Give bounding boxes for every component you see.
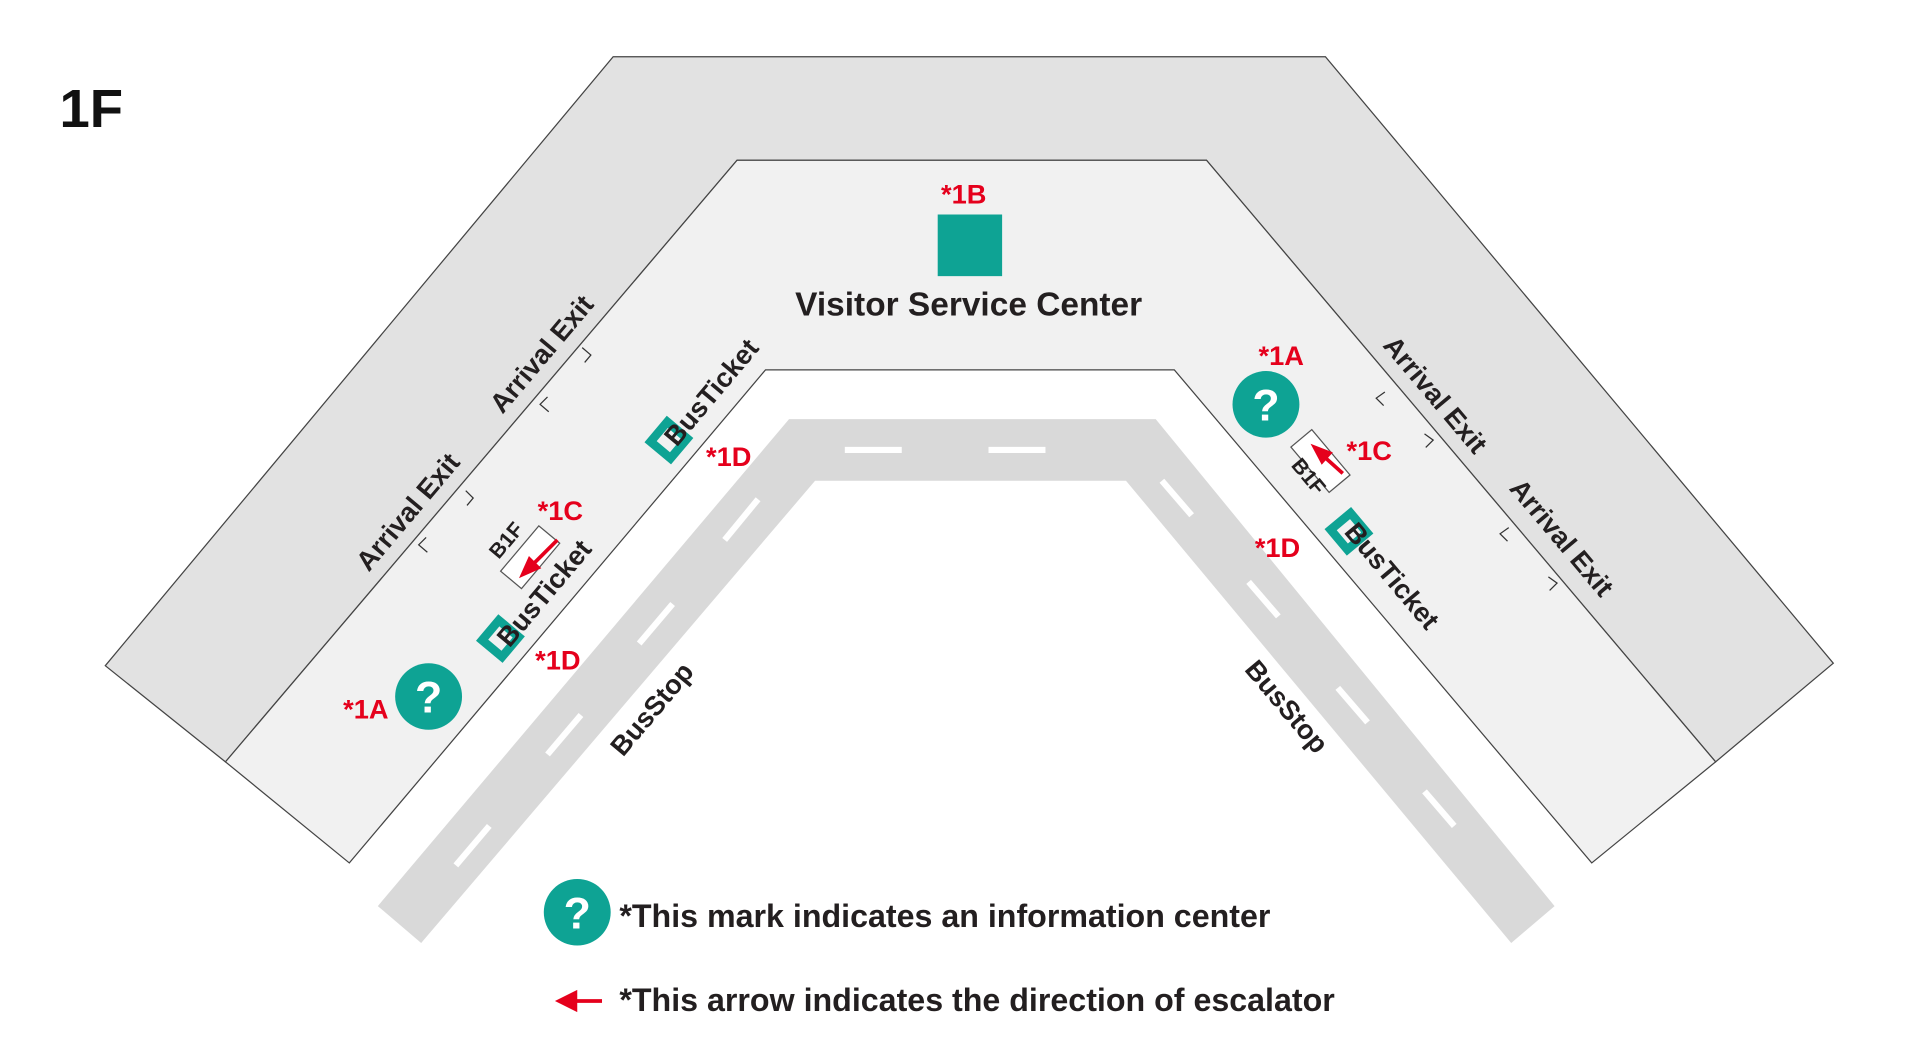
- visitor-center-label: Visitor Service Center: [795, 287, 1142, 324]
- bus-ticket-tag: *1D: [1255, 532, 1300, 563]
- visitor-center-marker[interactable]: [937, 214, 1003, 277]
- arrival-exit-doors: [417, 347, 1559, 591]
- question-mark-icon: ?: [415, 674, 442, 723]
- escalator-arrow-icon: [519, 538, 559, 579]
- legend-info-icon: ?: [543, 878, 611, 946]
- escalator-tag: *1C: [1346, 435, 1391, 466]
- info-center-tag: *1A: [1259, 340, 1304, 371]
- question-mark-icon: ?: [1252, 381, 1279, 430]
- bus-ticket-marker[interactable]: [644, 415, 694, 465]
- info-center-marker[interactable]: ?: [395, 663, 463, 730]
- legend: ? *This mark indicates an information ce…: [543, 878, 1335, 1018]
- visitor-center-tag: *1B: [941, 178, 986, 209]
- info-center-marker[interactable]: ?: [1232, 371, 1300, 438]
- legend-info-text: *This mark indicates an information cent…: [619, 898, 1271, 934]
- bus-ticket-tag: *1D: [535, 644, 580, 675]
- floor-label: 1F: [59, 78, 123, 139]
- bus-ticket-marker[interactable]: [1324, 507, 1374, 556]
- legend-escalator-arrow-icon: [554, 989, 603, 1013]
- bus-road: [377, 419, 1555, 944]
- info-center-tag: *1A: [343, 694, 388, 725]
- escalator-tag: *1C: [538, 495, 583, 526]
- inner-terminal-hall: [224, 159, 1717, 864]
- road-lane-markings: [453, 446, 1457, 868]
- legend-arrow-text: *This arrow indicates the direction of e…: [619, 982, 1335, 1018]
- escalator-arrow-icon: [1310, 443, 1345, 475]
- question-mark-icon: ?: [564, 889, 591, 938]
- bus-ticket-marker[interactable]: [476, 614, 525, 663]
- bus-ticket-tag: *1D: [706, 441, 751, 472]
